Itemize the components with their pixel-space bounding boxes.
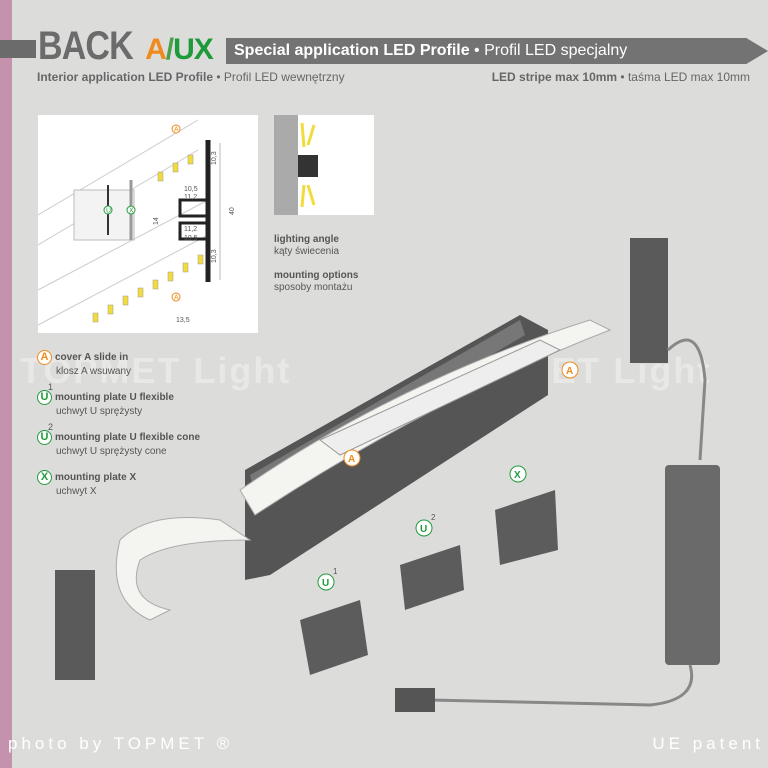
patent-note: UE patent (652, 734, 764, 753)
led-strip-loop (115, 517, 252, 621)
brand-slash: / (165, 33, 174, 66)
label-u1-sup: 1 (333, 567, 338, 576)
end-cap-right (630, 238, 668, 363)
dim-height: 40 (229, 207, 236, 215)
label-u2-sup: 2 (431, 513, 436, 522)
badge-a-bottom: A (174, 295, 179, 302)
mounting-plate-x (495, 490, 558, 565)
photo-credit: photo by TOPMET ® (8, 734, 234, 753)
mounting-x-icon: X (37, 470, 52, 485)
mounting-plate-u2 (400, 545, 464, 610)
power-supply (665, 465, 720, 665)
legend-label: mounting plate X (55, 472, 137, 484)
legend-label: mounting plate U flexible (55, 392, 174, 404)
dim-gap: 14 (153, 217, 160, 225)
subtitle-left-en: Interior application LED Profile (37, 70, 214, 84)
cover-a (319, 339, 562, 456)
label-a-strip: A (566, 366, 573, 377)
badge-a-top: A (174, 127, 179, 134)
cover-a-icon: A (37, 350, 52, 365)
product-name: BACK A/UX (38, 24, 214, 70)
subtitle-right-en: LED stripe max 10mm (491, 70, 618, 84)
mounting-options-label: mounting options (274, 270, 359, 281)
legend-label-pl: uchwyt U sprężysty (56, 406, 143, 417)
technical-drawing: 10,3 40 10,3 13,5 14 11,2 11,2 10,5 10,5… (37, 115, 258, 333)
banner-title-pl: Profil LED specjalny (484, 42, 628, 59)
lighting-angle-label: lighting angle (274, 234, 339, 245)
legend-label-pl: uchwyt U sprężysty cone (56, 446, 167, 457)
lighting-angle-label-pl: kąty świecenia (274, 246, 340, 257)
dim-channel-bottom: 11,2 (184, 226, 197, 233)
dim-bottom: 10,3 (211, 249, 218, 263)
brand-ux: UX (173, 33, 214, 66)
side-accent-bar (0, 0, 12, 768)
icon-letter: U (40, 391, 49, 403)
end-cap-left (55, 570, 95, 680)
brand-back: BACK (38, 24, 134, 68)
subtitle-left: Interior application LED Profile • Profi… (37, 70, 345, 84)
label-x: X (514, 470, 521, 481)
lighting-angle-diagram (274, 115, 374, 215)
banner-separator: • (469, 42, 485, 59)
label-u2: U (420, 524, 427, 535)
banner-title-en: Special application LED Profile (234, 42, 470, 59)
subtitle-right: LED stripe max 10mm • taśma LED max 10mm (492, 70, 750, 84)
badge-u: U (106, 208, 111, 215)
mounting-plate-u1 (300, 600, 368, 675)
badge-x: X (129, 208, 134, 215)
dim-width: 13,5 (176, 317, 190, 324)
label-a-cover: A (348, 454, 355, 465)
icon-sup: 2 (48, 422, 54, 432)
icon-letter: U (40, 431, 49, 443)
legend-label-pl: uchwyt X (56, 486, 97, 497)
legend-label: cover A slide in (55, 352, 129, 364)
brand-a: A (145, 33, 167, 66)
header-accent-bar (0, 40, 36, 58)
dim-top: 10,3 (211, 151, 218, 165)
dim-channel-top: 11,2 (184, 194, 197, 201)
subtitle-right-pl: • taśma LED max 10mm (617, 70, 750, 84)
dim-cover-bottom: 10,5 (184, 235, 198, 242)
legend-label-pl: klosz A wsuwany (56, 366, 132, 377)
mounting-options-label-pl: sposoby montażu (274, 282, 353, 293)
icon-sup: 1 (48, 382, 54, 392)
label-u1: U (322, 578, 329, 589)
power-plug (395, 688, 435, 712)
subtitle-left-pl: • Profil LED wewnętrzny (213, 70, 345, 84)
cable (429, 338, 707, 707)
watermark-left: TOPMET Light (20, 350, 292, 391)
lighting-info: lighting angle kąty świecenia mounting o… (274, 234, 358, 294)
title-banner: Special application LED Profile • Profil… (226, 38, 768, 64)
legend-label: mounting plate U flexible cone (55, 432, 201, 444)
dim-cover-top: 10,5 (184, 186, 198, 193)
